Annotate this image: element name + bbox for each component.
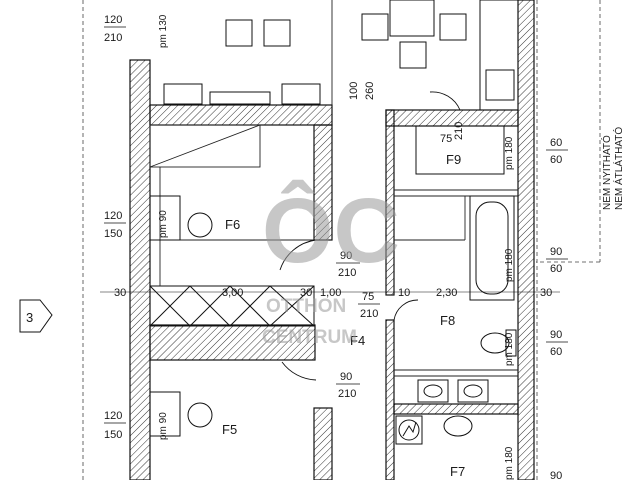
section-marker: 3 xyxy=(19,299,53,333)
svg-text:pm 90: pm 90 xyxy=(158,412,169,440)
svg-text:90: 90 xyxy=(550,470,562,480)
svg-text:3,00: 3,00 xyxy=(222,287,243,299)
toilet-f7 xyxy=(443,415,473,437)
watermark-line1: OTTHON xyxy=(266,296,346,317)
svg-text:210: 210 xyxy=(453,122,465,140)
watermark-line2: CENTRUM xyxy=(262,327,357,348)
wall-f7-top xyxy=(393,403,519,415)
chairs xyxy=(149,195,213,437)
toilet-f8 xyxy=(480,329,517,357)
svg-text:90: 90 xyxy=(550,246,562,258)
dimension-labels: 120 210 pm 130 100 260 75 210 pm 180 60 … xyxy=(100,14,568,480)
closet-band xyxy=(149,285,315,327)
svg-text:pm 90: pm 90 xyxy=(158,210,169,238)
boiler-icon xyxy=(395,415,423,445)
svg-text:210: 210 xyxy=(338,267,356,279)
bathtub xyxy=(469,195,515,301)
wall-f5-right xyxy=(313,407,333,480)
svg-text:75: 75 xyxy=(440,133,452,145)
svg-text:10: 10 xyxy=(398,287,410,299)
svg-text:30: 30 xyxy=(300,287,312,299)
f9-shower-tray xyxy=(415,125,505,175)
svg-text:75: 75 xyxy=(362,291,374,303)
svg-text:60: 60 xyxy=(550,137,562,149)
svg-text:90: 90 xyxy=(550,329,562,341)
side-note-not-openable: NEM NYITHATÓ xyxy=(600,135,613,210)
svg-text:pm 180: pm 180 xyxy=(504,248,515,282)
svg-text:120: 120 xyxy=(104,210,122,222)
svg-text:90: 90 xyxy=(340,371,352,383)
svg-text:1,00: 1,00 xyxy=(320,287,341,299)
room-f9-label: F9 xyxy=(446,152,461,167)
room-f4-label: F4 xyxy=(350,333,365,348)
side-note-not-transparent: NEM ÁTLÁTHATÓ xyxy=(612,127,625,210)
walls xyxy=(129,0,535,480)
svg-text:90: 90 xyxy=(340,250,352,262)
furniture-top xyxy=(163,0,519,111)
section-marker-label: 3 xyxy=(26,310,33,325)
room-f8-label: F8 xyxy=(440,313,455,328)
svg-text:2,30: 2,30 xyxy=(436,287,457,299)
watermark: ÔC OTTHON CENTRUM xyxy=(262,179,400,348)
svg-text:120: 120 xyxy=(104,14,122,26)
room-f7-label: F7 xyxy=(450,464,465,479)
wall-f5-top xyxy=(149,324,316,361)
svg-text:210: 210 xyxy=(360,308,378,320)
svg-text:150: 150 xyxy=(104,228,122,240)
wall-f6-top xyxy=(149,104,333,126)
wall-right-exterior xyxy=(517,0,535,480)
svg-text:150: 150 xyxy=(104,429,122,441)
wall-f7-left xyxy=(385,319,395,480)
wall-f6-right xyxy=(313,124,333,241)
door-swings xyxy=(279,91,461,381)
svg-text:pm 130: pm 130 xyxy=(158,14,169,48)
svg-text:60: 60 xyxy=(550,154,562,166)
svg-text:pm 180: pm 180 xyxy=(504,332,515,366)
svg-text:120: 120 xyxy=(104,410,122,422)
wall-left-exterior xyxy=(129,59,151,480)
svg-text:60: 60 xyxy=(550,263,562,275)
svg-text:100: 100 xyxy=(348,82,360,100)
washbasins xyxy=(417,379,489,403)
svg-text:260: 260 xyxy=(364,82,376,100)
wall-f9-top xyxy=(385,109,519,127)
room-f6-label: F6 xyxy=(225,217,240,232)
svg-text:210: 210 xyxy=(104,32,122,44)
svg-text:30: 30 xyxy=(114,287,126,299)
svg-text:pm 180: pm 180 xyxy=(504,446,515,480)
svg-text:30: 30 xyxy=(540,287,552,299)
outer-dashed-lines xyxy=(82,0,601,480)
svg-text:210: 210 xyxy=(338,388,356,400)
svg-text:60: 60 xyxy=(550,346,562,358)
watermark-logo: ÔC xyxy=(262,179,400,282)
svg-text:pm 180: pm 180 xyxy=(504,136,515,170)
room-f5-label: F5 xyxy=(222,422,237,437)
